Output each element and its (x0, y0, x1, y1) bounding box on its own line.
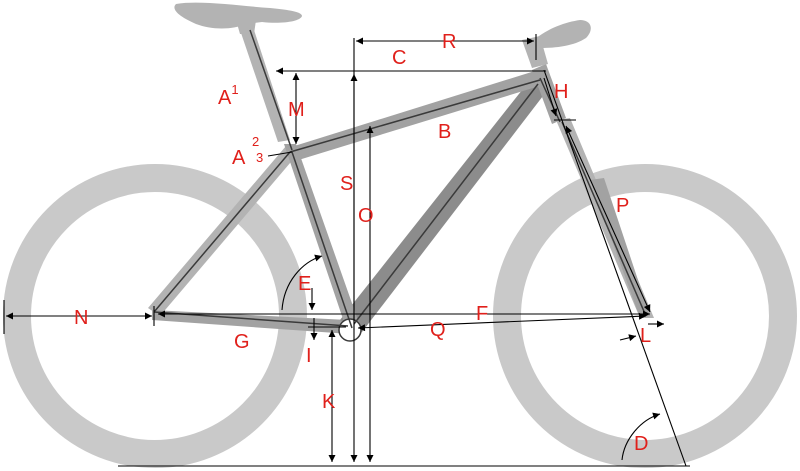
label-l: L (640, 325, 651, 347)
label-a23-sup: 2 (252, 134, 259, 149)
label-d: D (634, 433, 648, 455)
label-g: G (234, 331, 250, 353)
label-r: R (442, 31, 456, 53)
label-a1: A1 (218, 82, 239, 109)
seat-tube (284, 144, 360, 328)
label-a23-sub: 3 (256, 150, 263, 165)
seatpost (240, 30, 290, 142)
labels: A1 A 2 3 M C R H B S O P E N F Q G I L K… (74, 31, 651, 455)
label-m: M (288, 99, 305, 121)
cockpit (522, 20, 591, 68)
label-i: I (306, 345, 312, 367)
label-h: H (554, 81, 568, 103)
label-p: P (616, 195, 629, 217)
label-n: N (74, 307, 88, 329)
label-o: O (358, 205, 374, 227)
label-q: Q (430, 319, 446, 341)
label-e: E (298, 273, 311, 295)
label-c: C (392, 47, 406, 69)
outlines (153, 29, 647, 329)
saddle (174, 2, 302, 29)
handlebar (534, 20, 591, 48)
label-a23: A (232, 147, 246, 169)
down-tube (340, 80, 546, 332)
label-k: K (322, 391, 336, 413)
dimension-lines (3, 34, 690, 467)
label-s: S (340, 173, 353, 195)
label-f: F (476, 303, 488, 325)
label-b: B (438, 121, 451, 143)
saddle-group (174, 2, 302, 142)
